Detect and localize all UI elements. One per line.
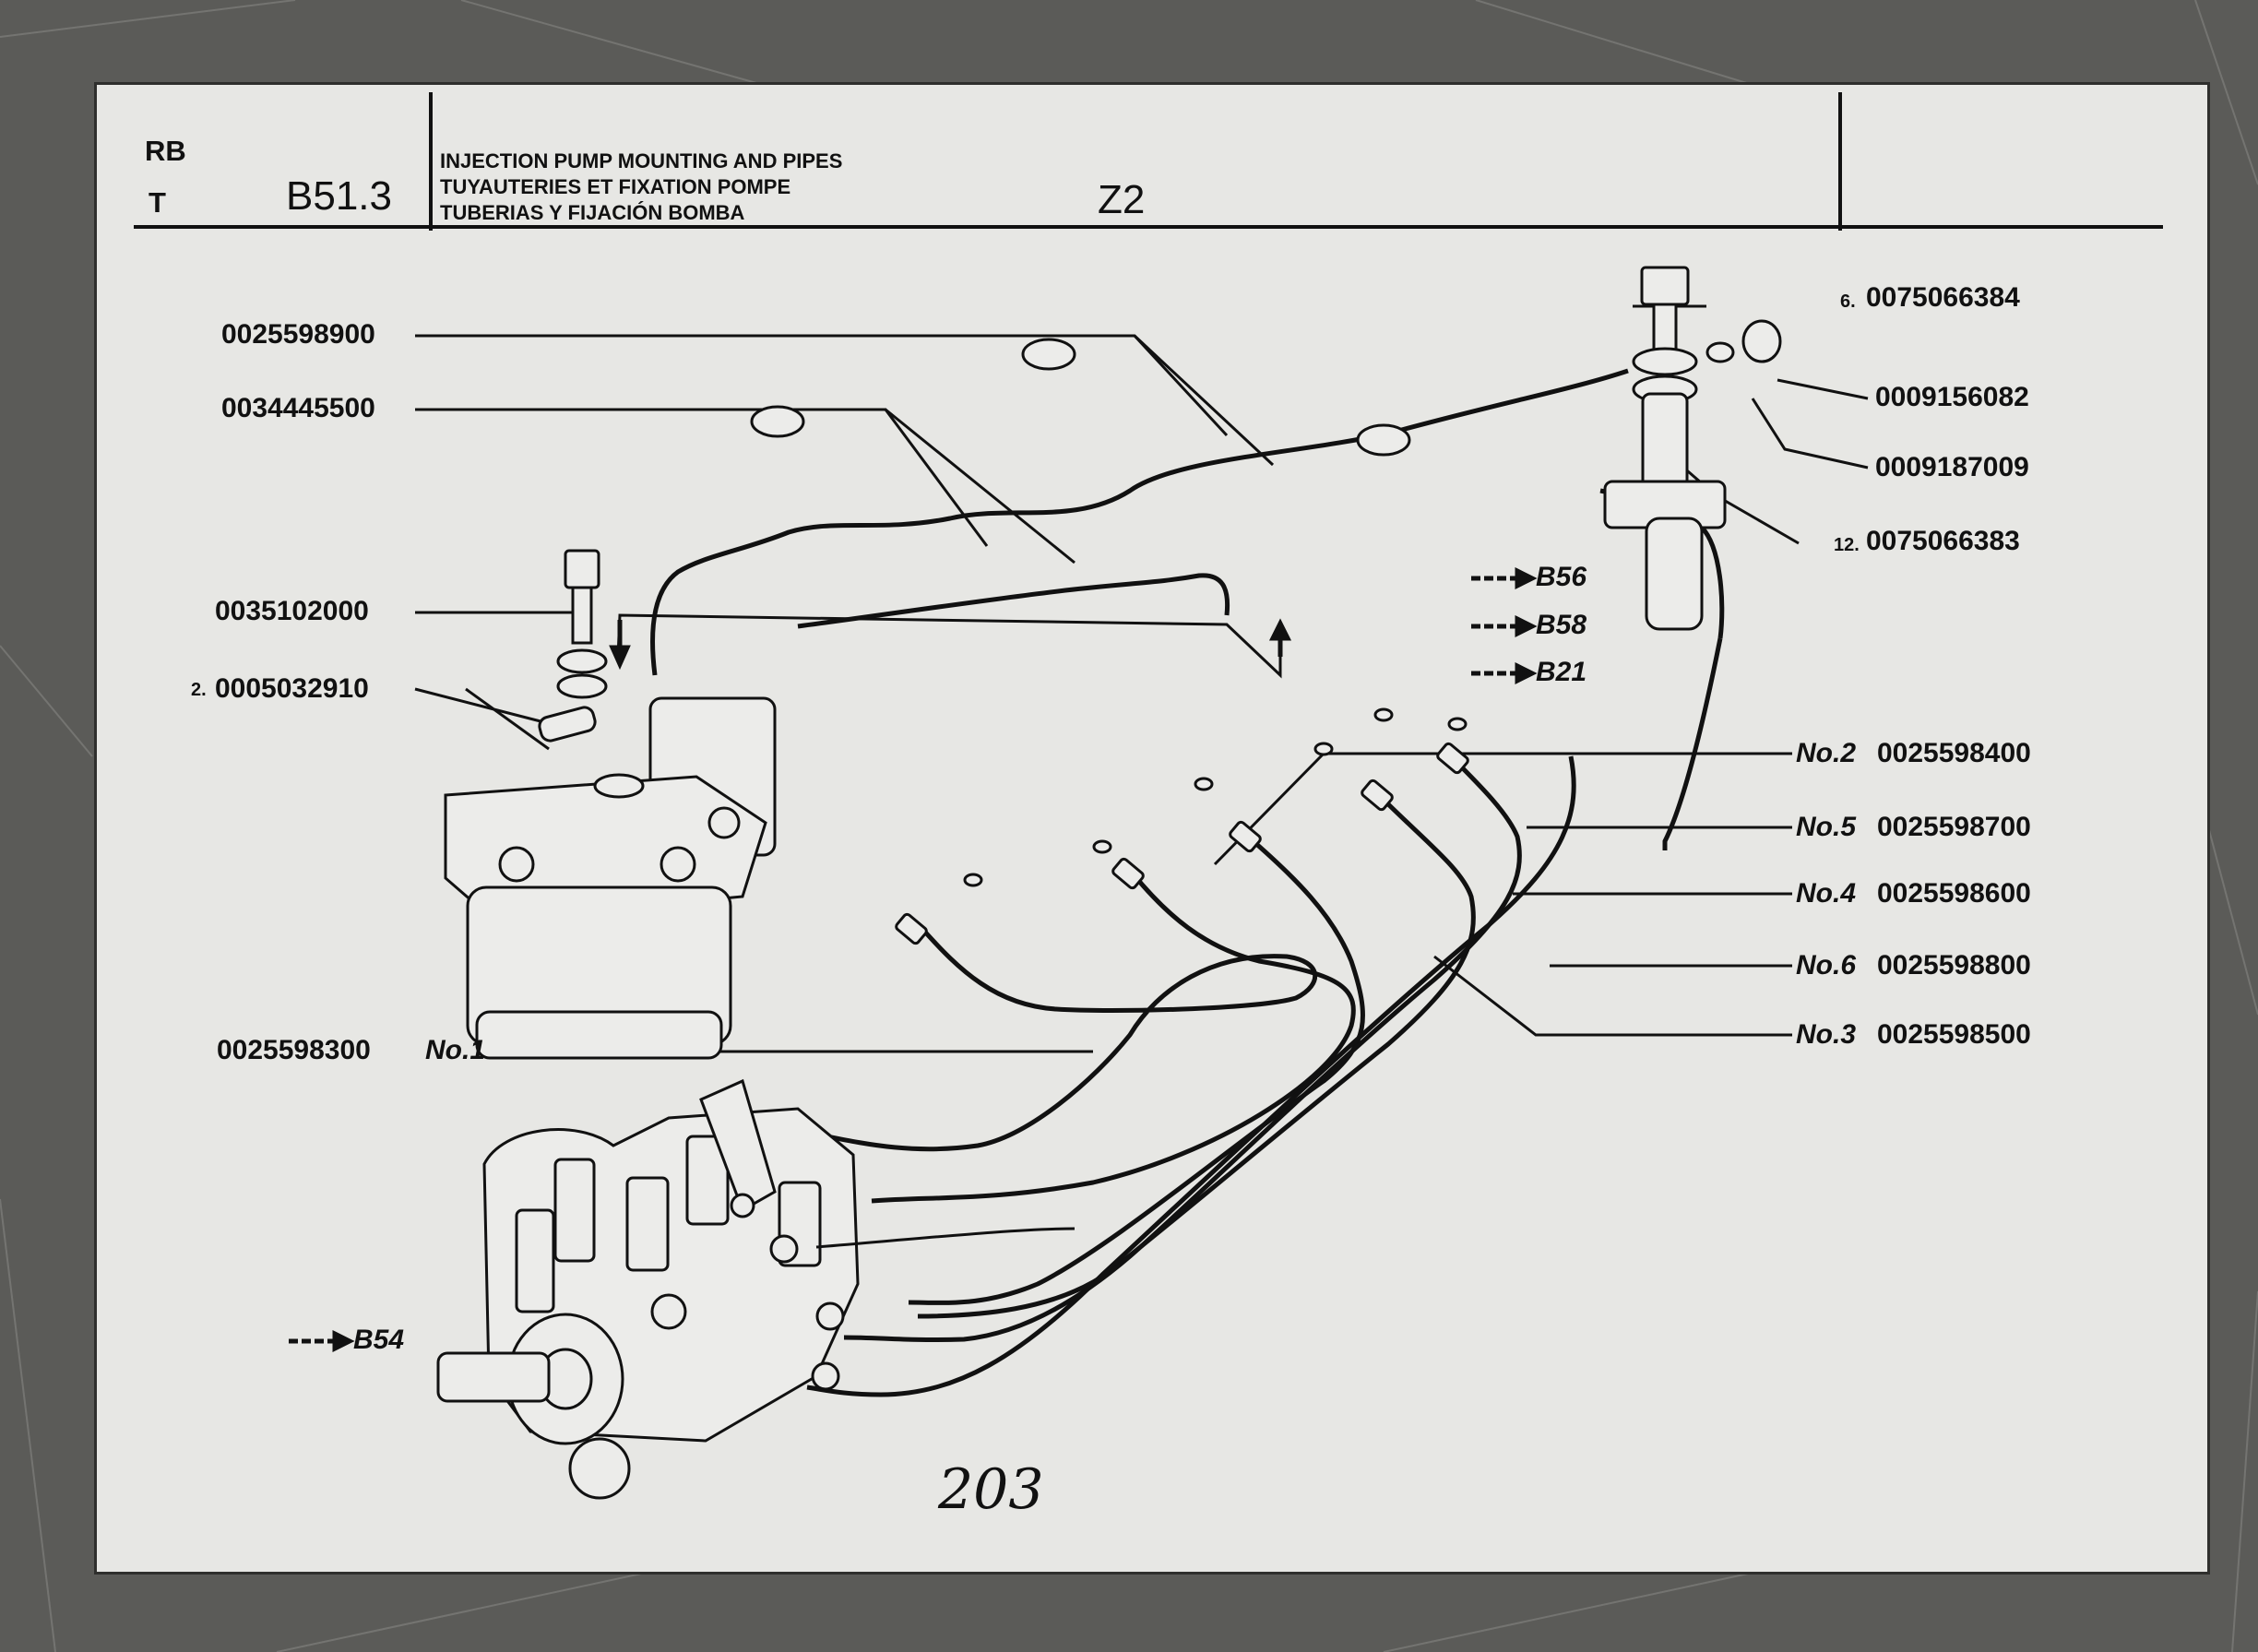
exploded-diagram (289, 266, 1869, 1500)
part-ref-12: 12. (1834, 535, 1860, 555)
part-label-0005032910: 0005032910 (215, 673, 369, 704)
catalog-sheet: RB T B51.3 INJECTION PUMP MOUNTING AND P… (97, 85, 2207, 1572)
part-label-0025598500: 0025598500 (1877, 1019, 2031, 1050)
pipe-fittings (750, 338, 1469, 945)
part-label-0035102000: 0035102000 (215, 596, 369, 626)
part-label-0025598400: 0025598400 (1877, 738, 2031, 768)
header-divider-left (429, 92, 433, 231)
part-ref-no6: No.6 (1796, 950, 1857, 981)
section-code: B51.3 (286, 173, 392, 219)
header-rb: RB (145, 135, 186, 167)
part-ref-2: 2. (191, 680, 207, 700)
pipe-no1 (760, 927, 1317, 1152)
leader-0025598900 (415, 334, 1229, 437)
leader-0009156082 (1777, 378, 1869, 400)
part-ref-no1: No.1 (425, 1035, 486, 1065)
leader-return-arrow (616, 613, 1282, 679)
part-ref-no3: No.3 (1796, 1019, 1857, 1050)
title-en: INJECTION PUMP MOUNTING AND PIPES (440, 149, 843, 172)
crossref-b56: B56 (1536, 562, 1587, 592)
header-t: T (149, 186, 166, 219)
leader-0034445500-b (885, 408, 1076, 565)
injector-pipes (760, 755, 1576, 1397)
pipe-no4 (843, 756, 1522, 1343)
leader-0005032910-b (465, 687, 550, 751)
part-ref-6: 6. (1840, 291, 1856, 312)
part-ref-no5: No.5 (1796, 812, 1857, 842)
header-rule (134, 225, 2163, 229)
crossref-b54: B54 (353, 1325, 405, 1355)
banjo-bolt-left (538, 549, 608, 743)
fuel-filter (444, 696, 777, 1060)
crossref-b58: B58 (1536, 610, 1587, 640)
part-label-0034445500: 0034445500 (221, 393, 375, 423)
part-label-0025598600: 0025598600 (1877, 878, 2031, 909)
pipe-no6 (917, 793, 1476, 1319)
leader-no2 (1213, 752, 1792, 866)
part-label-0009156082: 0009156082 (1875, 382, 2029, 412)
part-label-0025598800: 0025598800 (1877, 950, 2031, 981)
injector-holder (1603, 266, 1782, 631)
injection-pump (436, 1078, 1076, 1500)
crossref-arrows (289, 566, 1538, 1353)
crossref-b21: B21 (1536, 657, 1587, 687)
leader-no3 (1433, 955, 1792, 1037)
leader-0025598900-b (1133, 334, 1275, 467)
header-divider-right (1838, 92, 1842, 231)
part-label-0025598900: 0025598900 (221, 319, 375, 350)
leader-0009187009 (1751, 398, 1869, 469)
part-ref-no2: No.2 (1796, 738, 1857, 768)
part-label-0075066383: 0075066383 (1866, 526, 2020, 556)
model-code: Z2 (1098, 177, 1146, 222)
pipe-no5 (806, 755, 1576, 1397)
title-fr: TUYAUTERIES ET FIXATION POMPE (440, 175, 791, 198)
part-label-0009187009: 0009187009 (1875, 452, 2029, 482)
pipe-no2 (871, 872, 1356, 1204)
part-label-0025598700: 0025598700 (1877, 812, 2031, 842)
title-es: TUBERIAS Y FIJACIÓN BOMBA (440, 201, 745, 224)
part-label-0025598300: 0025598300 (217, 1035, 371, 1065)
handwritten-page-number: 203 (938, 1457, 1044, 1522)
part-label-0075066384: 0075066384 (1866, 282, 2020, 313)
part-ref-no4: No.4 (1796, 878, 1857, 909)
